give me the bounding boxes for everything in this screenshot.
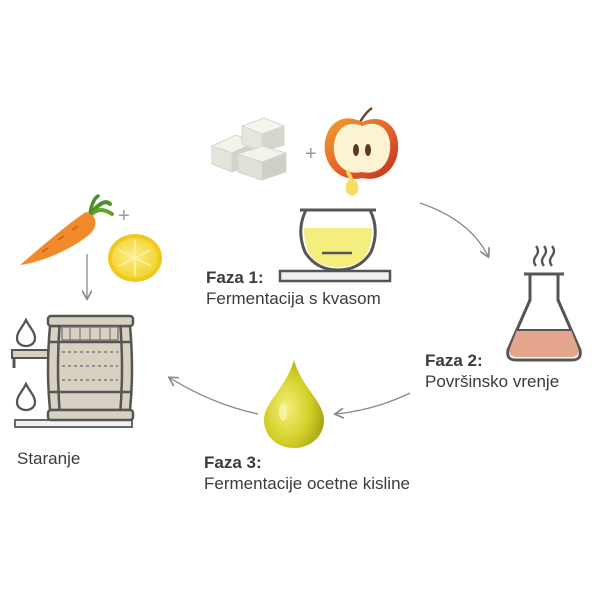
phase-1-description: Fermentacija s kvasom	[206, 289, 381, 308]
steaming-flask-icon	[506, 245, 582, 362]
drop-icon	[15, 317, 37, 412]
apple-half-icon	[324, 106, 399, 196]
phase-2-description: Površinsko vrenje	[425, 372, 560, 391]
glass-bowl-icon	[278, 208, 392, 283]
faucet-icon	[11, 349, 49, 368]
plus-sign-aging: +	[118, 205, 130, 227]
carrot-icon	[20, 194, 114, 265]
sugar-cubes-icon	[210, 117, 288, 181]
phase-2-title: Faza 2:	[425, 351, 483, 370]
cycle-arrow-2-to-3	[336, 392, 411, 414]
cycle-arrow-3-to-aging	[170, 378, 259, 415]
oil-drop-icon	[264, 360, 324, 448]
cycle-arrow-1-to-2	[419, 202, 488, 256]
phase-1-title: Faza 1:	[206, 268, 264, 287]
phase-3-label: Faza 3: Fermentacije ocetne kisline	[204, 452, 410, 494]
phase-3-title: Faza 3:	[204, 453, 262, 472]
lemon-half-icon	[108, 234, 162, 282]
phase-2-label: Faza 2: Površinsko vrenje	[425, 350, 559, 392]
aging-label: Staranje	[17, 449, 81, 468]
plus-sign-phase1: +	[305, 143, 317, 165]
phase-3-description: Fermentacije ocetne kisline	[204, 474, 410, 493]
barrel-icon	[14, 314, 135, 428]
phase-1-label: Faza 1: Fermentacija s kvasom	[206, 267, 381, 309]
